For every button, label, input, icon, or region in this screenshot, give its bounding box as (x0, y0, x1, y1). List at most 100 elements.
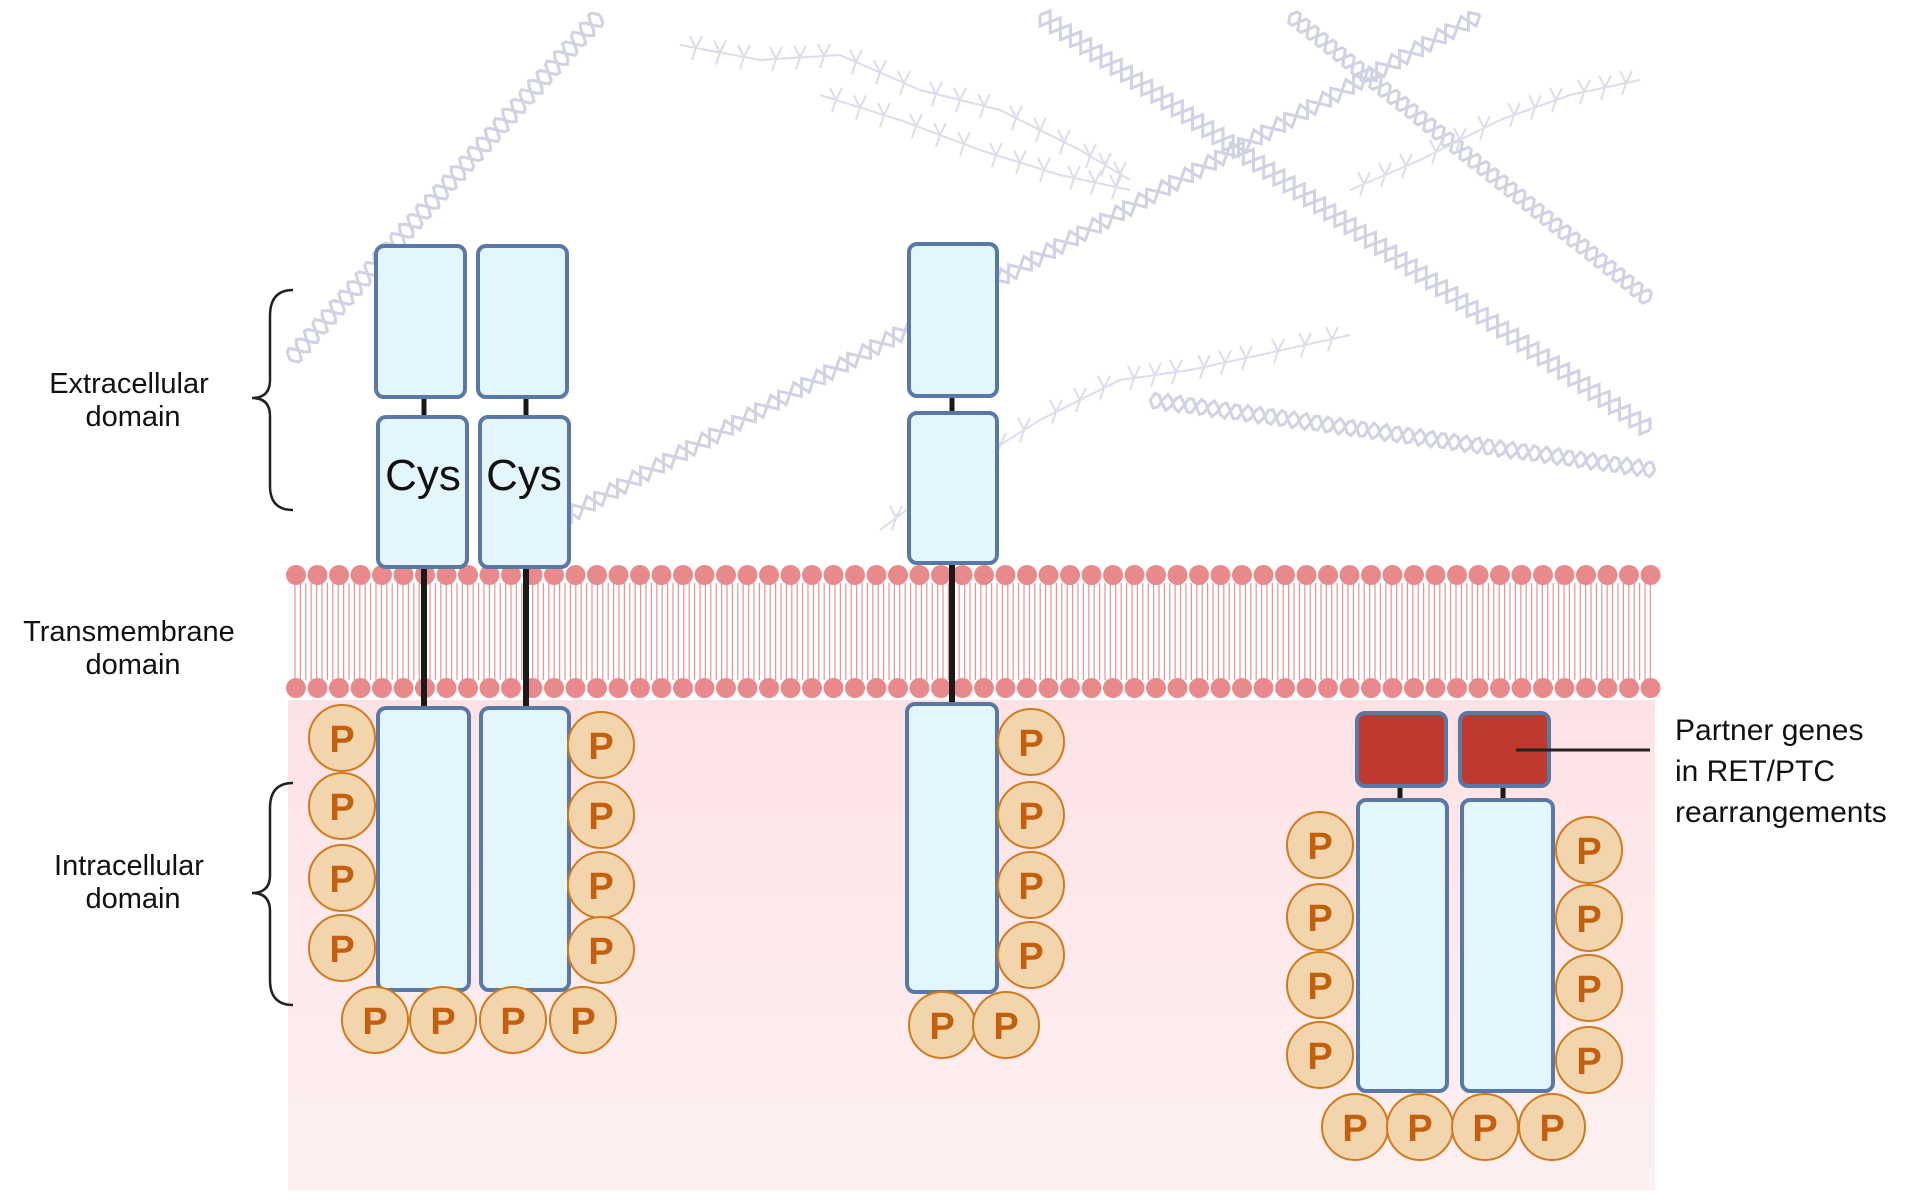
lipid-heads (286, 565, 1661, 698)
phosphate-circle (972, 991, 1040, 1059)
intracellular-brace (251, 781, 294, 1007)
lipid-head-inner (845, 678, 865, 698)
lipid-head-outer (393, 565, 414, 585)
phosphate-label: P (1307, 966, 1332, 1008)
proteoglycan-3 (1349, 70, 1641, 197)
proteoglycan-1-branch (1113, 161, 1127, 187)
phosphate-group: P (1286, 883, 1354, 951)
phosphate-label: P (1307, 826, 1332, 868)
lipid-head-inner (1232, 678, 1252, 698)
phosphate-group: P (308, 772, 376, 840)
phosphate-circle (308, 914, 376, 982)
lipid-head-outer (630, 565, 650, 585)
lipid-head-inner (1425, 678, 1446, 698)
phosphate-circle (1555, 1026, 1623, 1094)
cadherin-like-domain (476, 244, 569, 399)
phosphate-label: P (1018, 936, 1043, 978)
phosphate-label: P (329, 719, 354, 761)
lipid-head-inner (1167, 678, 1188, 698)
phosphate-label: P (329, 859, 354, 901)
lipid-head-outer (845, 565, 865, 585)
lipid-head-outer (608, 565, 629, 585)
phosphate-circle (341, 986, 409, 1054)
tyrosine-kinase-domain (905, 702, 999, 994)
phosphate-group: P (1386, 1093, 1454, 1161)
lipid-head-inner (393, 678, 414, 698)
lipid-head-inner (1447, 678, 1467, 698)
proteoglycan-4-branch (1239, 345, 1253, 371)
lipid-head-inner (1554, 678, 1575, 698)
phosphate-group: P (997, 921, 1065, 989)
proteoglycan-1-branch (953, 87, 967, 113)
phosphate-group: P (308, 914, 376, 982)
phosphate-group: P (1555, 1026, 1623, 1094)
lipid-head-inner (1318, 678, 1338, 698)
lipid-head-outer (1189, 565, 1209, 585)
lipid-bilayer-membrane (286, 565, 1661, 698)
lipid-head-outer (759, 565, 779, 585)
lipid-head-inner (952, 678, 973, 698)
collagen-fiber-3-strand (1039, 8, 1651, 437)
proteoglycan-1 (679, 35, 1131, 187)
cysteine-rich-domain (478, 415, 571, 569)
lipid-head-inner (350, 678, 371, 698)
lipid-head-outer (1361, 565, 1381, 585)
lipid-head-outer (1167, 565, 1188, 585)
phosphate-circle (308, 704, 376, 772)
proteoglycan-1-branch (977, 93, 991, 119)
lipid-head-outer (694, 565, 715, 585)
lipid-head-outer (1275, 565, 1295, 585)
proteoglycan-1-branch (1057, 129, 1071, 155)
proteoglycan-2-spine (819, 94, 1131, 191)
proteoglycan-1-branch (873, 60, 887, 85)
phosphate-circle (1286, 883, 1354, 951)
lipid-head-outer (866, 565, 887, 585)
lipid-head-outer (974, 565, 994, 585)
proteoglycan-2-branch (957, 131, 971, 157)
lipid-head-outer (372, 565, 392, 585)
proteoglycan-2-branch (1088, 170, 1102, 195)
phosphate-group: P (997, 708, 1065, 776)
proteoglycan-1-branch (1033, 117, 1047, 143)
phosphate-circle (1555, 954, 1623, 1022)
phosphate-circle (997, 708, 1065, 776)
proteoglycan-4-branch (1271, 338, 1285, 364)
proteoglycan-3-branch (1577, 79, 1591, 105)
phosphate-label: P (1407, 1108, 1432, 1150)
proteoglycan-4-branch (1097, 375, 1111, 401)
phosphate-label: P (588, 796, 613, 838)
lipid-head-inner (888, 678, 908, 698)
lipid-head-inner (1189, 678, 1209, 698)
proteoglycan-4-branch (1218, 350, 1232, 375)
lipid-head-inner (544, 678, 564, 698)
lipid-head-inner (866, 678, 887, 698)
lipid-head-outer (1404, 565, 1424, 585)
lipid-head-inner (802, 678, 822, 698)
proteoglycan-1-branch (897, 70, 911, 96)
phosphate-circle (567, 781, 635, 849)
proteoglycan-1-branch (849, 49, 863, 75)
phosphate-group: P (1555, 816, 1623, 884)
phosphate-circle (1555, 884, 1623, 952)
collagen-fiber-4-strand (1289, 10, 1651, 305)
cadherin-like-domain (374, 244, 467, 399)
lipid-head-outer (1232, 565, 1252, 585)
lipid-head-outer (1554, 565, 1575, 585)
lipid-head-inner (565, 678, 586, 698)
lipid-head-outer (995, 565, 1016, 585)
lipid-head-inner (823, 678, 844, 698)
phosphate-label: P (929, 1006, 954, 1048)
proteoglycan-1-branch (713, 40, 727, 65)
lipid-head-inner (587, 678, 607, 698)
tyrosine-kinase-domain (1460, 798, 1555, 1093)
partner-genes-annotation: Partner genes in RET/PTC rearrangements (1516, 714, 1887, 829)
collagen-fiber-1-strand (285, 14, 605, 361)
cysteine-rich-domain (376, 415, 469, 569)
collagen-fiber-5 (1148, 391, 1657, 479)
phosphate-circle (308, 844, 376, 912)
lipid-head-inner (1017, 678, 1037, 698)
